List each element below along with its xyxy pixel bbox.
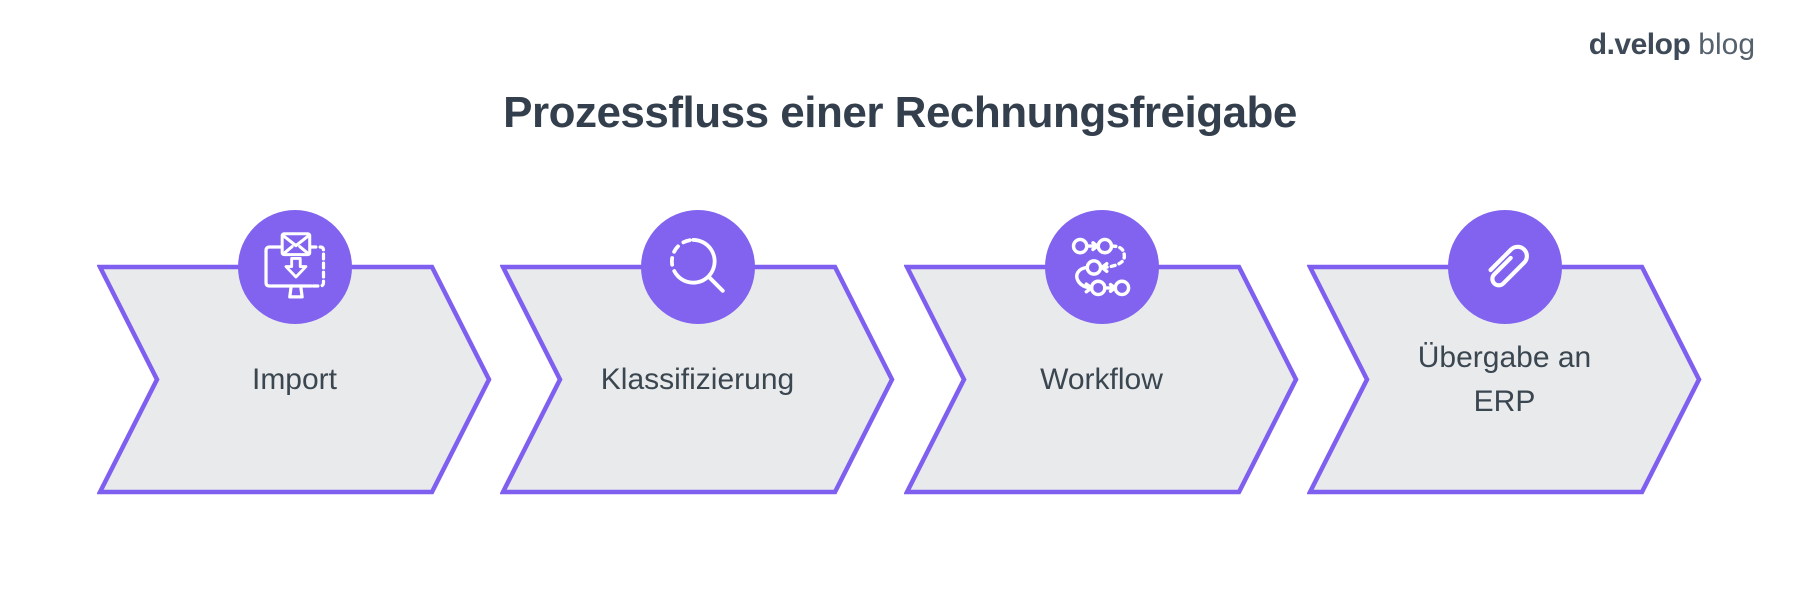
step-label-wrap: Import: [100, 267, 489, 492]
chevron-arrow-shape: [1307, 264, 1702, 495]
uebergabe-icon-badge: [1447, 210, 1562, 324]
mail-import-icon: [263, 232, 325, 299]
import-icon-badge: [237, 210, 352, 324]
step-workflow: Workflow: [904, 210, 1299, 495]
page-title: Prozessfluss einer Rechnungsfreigabe: [503, 88, 1297, 137]
step-import: Import: [97, 210, 492, 495]
klassifizierung-icon-badge: [640, 210, 755, 324]
step-uebergabe-erp: Übergabe an ERP: [1307, 210, 1702, 495]
logo-brand-text: d.velop: [1588, 28, 1691, 61]
step-label: Import: [251, 362, 338, 396]
step-label: Klassifizierung: [600, 362, 795, 396]
paperclip-icon: [1487, 244, 1529, 288]
workflow-icon: [1071, 237, 1130, 297]
logo-suffix-text: blog: [1698, 28, 1755, 61]
step-label: Übergabe an ERP: [1417, 341, 1592, 418]
step-label-wrap: Übergabe an ERP: [1310, 267, 1699, 492]
step-label-wrap: Klassifizierung: [503, 267, 892, 492]
magnifier-icon: [669, 238, 725, 293]
step-label: Workflow: [1040, 362, 1163, 396]
chevron-arrow-shape: [500, 264, 895, 495]
chevron-arrow-shape: [904, 264, 1299, 495]
chevron-arrow-shape: [97, 264, 492, 495]
step-label-wrap: Workflow: [907, 267, 1296, 492]
workflow-icon-badge: [1044, 210, 1159, 324]
step-klassifizierung: Klassifizierung: [500, 210, 895, 495]
